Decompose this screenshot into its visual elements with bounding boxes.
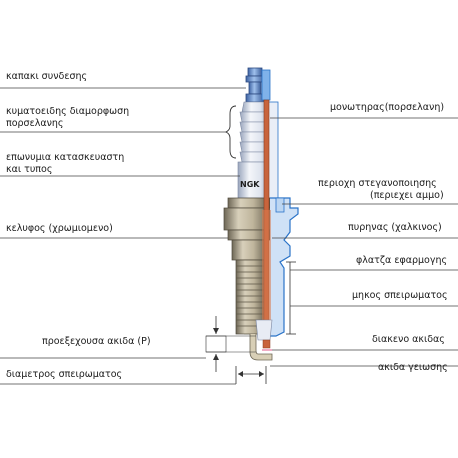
- label-projected-tip: προεξεχουσα ακιδα (P): [42, 336, 151, 347]
- spark-plug: NGK: [205, 67, 299, 384]
- terminal-cap: [245, 67, 271, 103]
- label-brand-1: επωνυμια κατασκευαστη: [6, 152, 125, 163]
- label-ground-electrode: ακιδα γειωσης: [378, 362, 448, 373]
- ground-electrode: [244, 333, 273, 361]
- label-core: πυρηνας (χαλκινος): [348, 222, 442, 233]
- thread-length-bracket: [286, 261, 296, 335]
- label-insulator: μονωτηρας(πορσελανη): [330, 102, 445, 113]
- label-thread-diameter: διαμετρος σπειρωματος: [6, 369, 123, 380]
- projected-tip-bracket: [205, 316, 256, 372]
- label-cap: καπακι συνδεσης: [6, 71, 88, 82]
- leader-lines-right: [270, 117, 458, 367]
- label-porcelain-shape-2: πορσελανης: [6, 118, 64, 129]
- leader-lines-left: [0, 87, 246, 385]
- thread-diameter-bracket: [235, 366, 267, 384]
- label-thread-length: μηκος σπειρωματος: [352, 290, 448, 301]
- label-shell: κελυφος (χρωμιομενο): [6, 223, 113, 234]
- porcelain-brace: [224, 105, 237, 159]
- label-porcelain-shape-1: κυματοειδης διαμορφωση: [6, 106, 130, 117]
- label-brand-2: και τυπος: [6, 164, 53, 175]
- label-flange: φλατζα εφαρμογης: [356, 255, 448, 266]
- label-sealing-2: (περιεχει αμμο): [370, 190, 444, 201]
- label-sealing-1: περιοχη στεγανοποιησης: [318, 178, 437, 189]
- porcelain-nose: [255, 319, 273, 341]
- brand-mark: NGK: [240, 180, 260, 189]
- cutaway-shell: [270, 197, 299, 337]
- label-gap: διακενο ακιδας: [372, 334, 445, 345]
